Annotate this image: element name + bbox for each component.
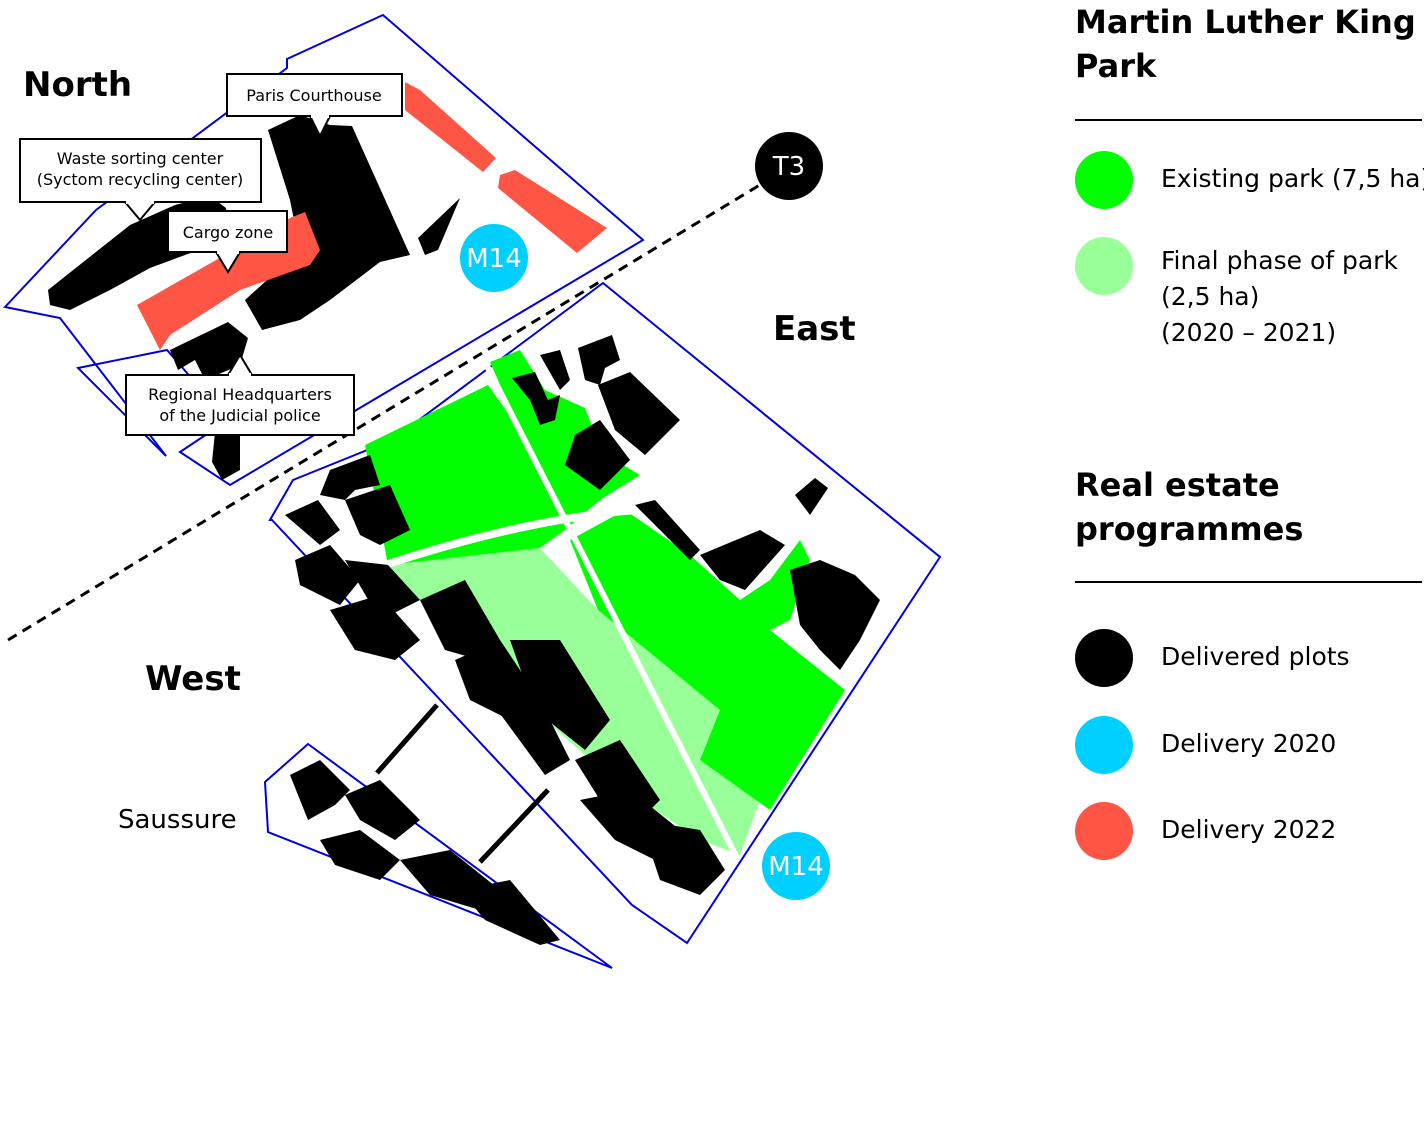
legend-real-estate-title: Real estate programmes [1075, 466, 1304, 548]
legend-item-label: Final phase of park (2,5 ha) (2020 – 202… [1161, 246, 1398, 347]
callout-waste: Waste sorting center (Syctom recycling c… [19, 138, 262, 222]
legend-park-title: Martin Luther King Park [1075, 3, 1416, 85]
callout-cargo-text: Cargo zone [183, 223, 273, 242]
metro-m14-north-marker: M14 [460, 224, 528, 292]
connector-b [478, 788, 550, 864]
courthouse-annex-building [418, 198, 460, 255]
metro-m14-north-label: M14 [466, 244, 522, 274]
legend-park-rule [1075, 119, 1422, 121]
courthouse-plot-north [405, 82, 496, 172]
existing-park-west [365, 385, 565, 565]
existing-park-swatch [1075, 151, 1133, 209]
zone-west-label: West [145, 659, 241, 699]
delivery-2020-swatch [1075, 716, 1133, 774]
saussure-plots [290, 760, 560, 945]
legend-real-estate-rule [1075, 581, 1422, 583]
legend-item-label: Delivered plots [1161, 642, 1350, 671]
tram-t3-marker: T3 [755, 132, 823, 200]
legend-item-existing-park: Existing park (7,5 ha) [1075, 151, 1424, 209]
rail-line [7, 178, 769, 642]
zone-north-label: North [23, 65, 132, 105]
legend-item-label: Delivery 2022 [1161, 815, 1337, 844]
final-park-swatch [1075, 237, 1133, 295]
callout-waste-line2: (Syctom recycling center) [37, 170, 244, 189]
tram-t3-label: T3 [772, 152, 805, 182]
courthouse-building [245, 115, 410, 330]
callout-cargo: Cargo zone [167, 210, 288, 274]
legend-item-label: Existing park (7,5 ha) [1161, 164, 1424, 193]
courthouse-plot-south [498, 170, 607, 253]
delivered-swatch [1075, 629, 1133, 687]
callout-police-line2: of the Judicial police [159, 406, 320, 425]
metro-m14-south-label: M14 [768, 852, 824, 882]
legend-item-final-park: Final phase of park (2,5 ha) (2020 – 202… [1075, 237, 1424, 351]
delivered-plots-west [285, 455, 725, 895]
delivered-plots-east [512, 335, 880, 670]
park-path-arc [380, 506, 636, 570]
metro-m14-south-marker: M14 [762, 832, 830, 900]
callout-police-line1: Regional Headquarters [148, 385, 332, 404]
callout-police: Regional Headquarters of the Judicial po… [125, 353, 355, 436]
legend-item-delivered: Delivered plots [1075, 629, 1424, 687]
park-path-diagonal [480, 356, 741, 862]
zone-east-label: East [773, 309, 856, 349]
zone-saussure-label: Saussure [118, 805, 237, 835]
existing-park-east [570, 510, 845, 810]
connector-a [375, 703, 439, 775]
police-building-a [170, 322, 248, 380]
callout-courthouse: Paris Courthouse [226, 73, 403, 139]
delivery-2022-swatch [1075, 802, 1133, 860]
callout-waste-line1: Waste sorting center [57, 149, 224, 168]
callout-courthouse-text: Paris Courthouse [246, 86, 381, 105]
legend-item-delivery-2020: Delivery 2020 [1075, 716, 1424, 774]
legend-item-delivery-2022: Delivery 2022 [1075, 802, 1424, 860]
legend-item-label: Delivery 2020 [1161, 729, 1337, 758]
